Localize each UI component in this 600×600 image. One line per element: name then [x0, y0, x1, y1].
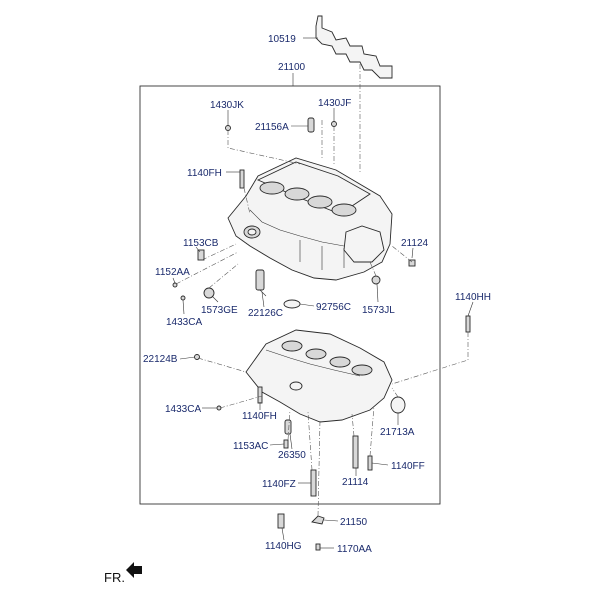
seal-21713A — [390, 396, 406, 414]
bolt-1140FF — [367, 455, 373, 471]
pipe-21156A — [307, 117, 315, 133]
bolt-1140HH — [465, 315, 471, 333]
o-ring-92756C — [283, 299, 301, 309]
label-1140FZ: 1140FZ — [262, 479, 296, 490]
bolt-1140FZ — [310, 469, 317, 497]
direction-arrow-icon — [126, 562, 142, 578]
label-1140FH-upper: 1140FH — [187, 168, 222, 179]
label-21100: 21100 — [278, 62, 306, 73]
bolt-1140FH-lower — [257, 386, 263, 404]
plug-22124B — [194, 354, 200, 360]
label-22124B: 22124B — [143, 354, 178, 365]
label-1430JK: 1430JK — [210, 100, 244, 111]
label-1153CB: 1153CB — [183, 238, 219, 249]
label-1152AA: 1152AA — [155, 267, 190, 278]
label-21150: 21150 — [340, 517, 368, 528]
label-22126C: 22126C — [248, 308, 283, 319]
label-21114: 21114 — [342, 477, 369, 488]
label-1140FF: 1140FF — [391, 461, 425, 472]
cylinder-block-21110 — [227, 157, 393, 281]
bolt-1140HG — [277, 513, 285, 529]
label-26350: 26350 — [278, 450, 306, 461]
plug-1430JF — [331, 121, 337, 127]
direction-label: FR. — [104, 570, 125, 585]
jet-21150 — [311, 515, 325, 525]
label-1573GE: 1573GE — [201, 305, 238, 316]
assembly-frame — [139, 85, 441, 505]
label-1573JL: 1573JL — [362, 305, 395, 316]
lower-crankcase — [245, 329, 393, 423]
plug-1430JK — [225, 125, 231, 131]
bolt-21114 — [352, 435, 359, 469]
pin-1153AC — [283, 439, 289, 449]
label-1140HG: 1140HG — [265, 541, 302, 552]
label-10519: 10519 — [268, 34, 296, 45]
label-1153AC: 1153AC — [233, 441, 268, 452]
baffle-plate-10519 — [315, 15, 393, 79]
sensor-26350 — [284, 419, 292, 435]
label-1140FH-lower: 1140FH — [242, 411, 277, 422]
label-1433CA-lower: 1433CA — [165, 404, 201, 415]
label-21156A: 21156A — [255, 122, 289, 133]
sensor-22126C — [255, 269, 265, 291]
pin-1153CB — [197, 249, 205, 261]
label-1140HH: 1140HH — [455, 292, 491, 303]
label-1170AA: 1170AA — [337, 544, 372, 555]
label-1433CA-upper: 1433CA — [166, 317, 202, 328]
label-92756C: 92756C — [316, 302, 351, 313]
label-21124: 21124 — [401, 238, 429, 249]
label-1430JF: 1430JF — [318, 98, 351, 109]
dowel-21124 — [408, 259, 416, 267]
label-21713A: 21713A — [380, 427, 415, 438]
plug-1170AA — [315, 543, 321, 551]
plug-1433CA-upper — [180, 295, 186, 301]
bolt-1140FH-upper — [239, 169, 245, 189]
plug-1573JL — [371, 275, 381, 285]
